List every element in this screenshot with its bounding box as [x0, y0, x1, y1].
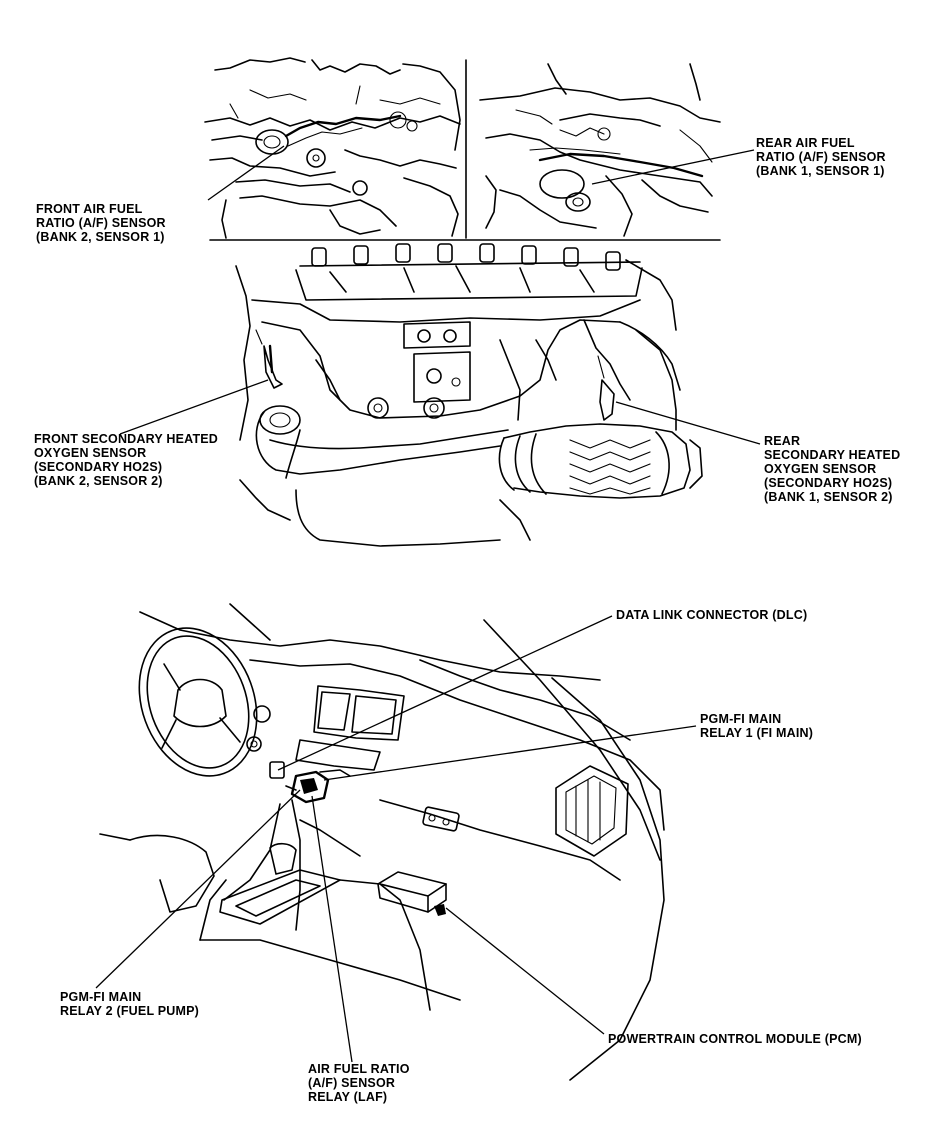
- label-front-ho2s: FRONT SECONDARY HEATED OXYGEN SENSOR (SE…: [34, 432, 219, 488]
- leader-fi-main-relay-2: [95, 789, 301, 989]
- leader-lines: [95, 145, 761, 1063]
- pcm-module: [377, 871, 447, 916]
- label-rear-ho2s: REAR SECONDARY HEATED OXYGEN SENSOR (SEC…: [764, 434, 901, 504]
- engine-exhaust-view: [235, 243, 703, 547]
- label-laf-relay: AIR FUEL RATIO (A/F) SENSOR RELAY (LAF): [308, 1062, 410, 1104]
- leader-front-af-sensor: [207, 145, 285, 201]
- label-fi-main-relay-1: PGM-FI MAIN RELAY 1 (FI MAIN): [700, 712, 814, 740]
- center-vents: [295, 685, 405, 771]
- passenger-vent: [555, 765, 629, 857]
- panel-dividers: [209, 59, 721, 241]
- leader-fi-main-relay-1: [323, 725, 697, 781]
- label-fi-main-relay-2: PGM-FI MAIN RELAY 2 (FUEL PUMP): [60, 990, 200, 1018]
- label-pcm: POWERTRAIN CONTROL MODULE (PCM): [608, 1032, 862, 1046]
- dashboard-interior-view: [99, 603, 665, 1081]
- leader-laf-relay: [311, 795, 353, 1063]
- leader-rear-af-sensor: [591, 149, 755, 185]
- leader-rear-ho2s: [615, 401, 761, 445]
- relay-cluster: [269, 761, 351, 804]
- steering-wheel: [138, 627, 258, 777]
- cam-cover-bosses: [311, 243, 621, 271]
- front-af-sensor-view: [204, 57, 461, 239]
- rear-af-sensor-view: [479, 63, 721, 237]
- label-dlc: DATA LINK CONNECTOR (DLC): [616, 608, 808, 622]
- leader-pcm: [445, 907, 605, 1035]
- leader-dlc: [277, 615, 613, 771]
- leader-front-ho2s: [119, 379, 269, 435]
- label-rear-af-sensor: REAR AIR FUEL RATIO (A/F) SENSOR (BANK 1…: [756, 136, 886, 178]
- label-front-af-sensor: FRONT AIR FUEL RATIO (A/F) SENSOR (BANK …: [36, 202, 166, 244]
